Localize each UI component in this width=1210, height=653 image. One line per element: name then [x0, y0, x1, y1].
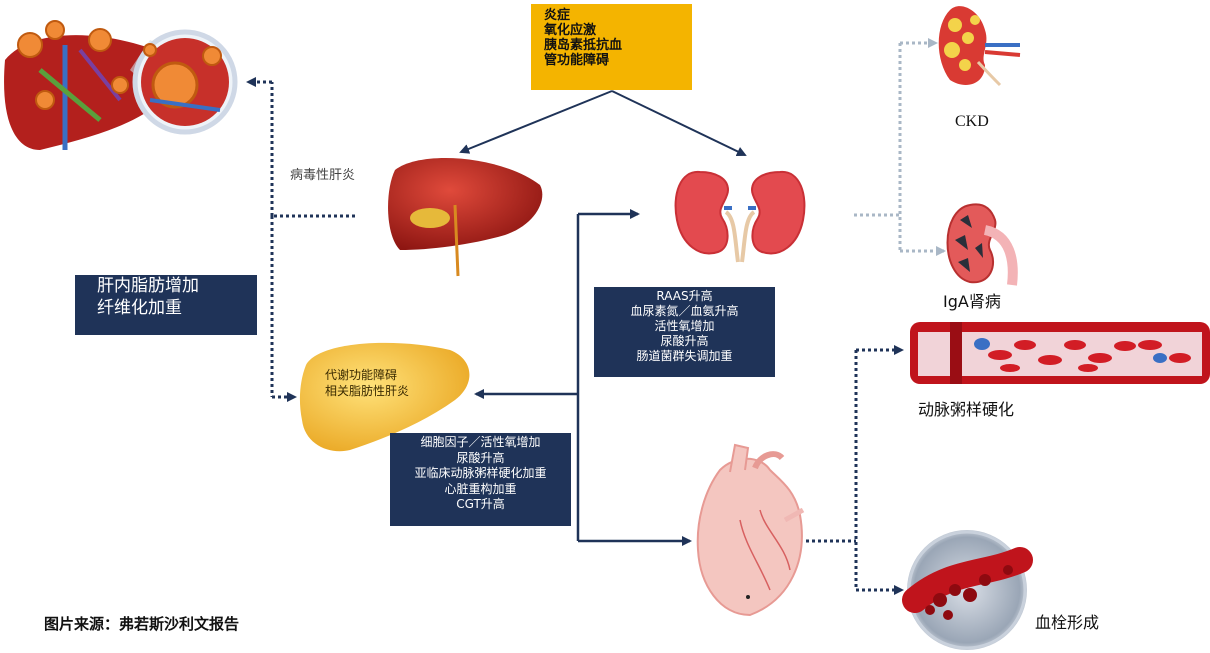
heart-mechanism-line: 亚临床动脉粥样硬化加重 [414, 466, 547, 480]
central-tree-connector [474, 209, 692, 546]
heart-mechanism-line: 细胞因子／活性氧增加 [420, 435, 541, 449]
atherosclerosis-label: 动脉粥样硬化 [918, 400, 1015, 419]
kidney-mechanism-box: RAAS升高 血尿素氮／血氨升高 活性氧增加 尿酸升高 肠道菌群失调加重 [594, 287, 775, 377]
heart-mechanism-box: 细胞因子／活性氧增加 尿酸升高 亚临床动脉粥样硬化加重 心脏重构加重 CGT升高 [390, 433, 571, 526]
fatty-liver-box: 肝内脂肪增加 纤维化加重 [75, 275, 257, 335]
risk-to-organs-arrows [459, 90, 747, 157]
thrombosis-label: 血栓形成 [1035, 613, 1100, 632]
heart-mechanism-line: 心脏重构加重 [444, 481, 517, 496]
fatty-liver-line: 肝内脂肪增加 [97, 276, 199, 296]
mafld-label-line: 相关脂肪性肝炎 [325, 384, 410, 398]
iga-nephropathy-label: IgA肾病 [943, 292, 1001, 311]
heart-outcome-connector [806, 345, 904, 595]
artery-illustration [910, 322, 1210, 384]
heart-mechanism-line: CGT升高 [456, 497, 505, 511]
kidneys-illustration [674, 170, 806, 263]
risk-factor-line: 胰岛素抵抗血 [544, 38, 623, 53]
virus-liver-illustration [4, 20, 238, 150]
thrombus-illustration [902, 530, 1033, 650]
viral-hepatitis-connector [246, 77, 355, 402]
ckd-label: CKD [955, 113, 989, 130]
risk-factor-line: 炎症 [544, 8, 571, 23]
kidney-mechanism-line: 活性氧增加 [654, 319, 715, 333]
risk-factor-line: 氧化应激 [544, 23, 597, 38]
risk-factors-box: 炎症 氧化应激 胰岛素抵抗血 管功能障碍 [531, 4, 692, 90]
ckd-kidney-illustration [938, 6, 1021, 87]
mafld-label: 代谢功能障碍 相关脂肪性肝炎 [325, 367, 409, 399]
source-caption: 图片来源：弗若斯沙利文报告 [44, 615, 240, 633]
kidney-mechanism-line: 肠道菌群失调加重 [636, 349, 733, 363]
liver-illustration [388, 158, 543, 277]
fatty-liver-illustration [299, 342, 470, 452]
kidney-outcome-connector [854, 38, 946, 256]
mafld-label-line: 代谢功能障碍 [325, 368, 398, 382]
kidney-mechanism-line: RAAS升高 [656, 289, 713, 303]
iga-kidney-illustration [946, 203, 1018, 286]
risk-factor-line: 管功能障碍 [544, 53, 610, 68]
kidney-mechanism-line: 血尿素氮／血氨升高 [630, 304, 739, 318]
fatty-liver-line: 纤维化加重 [97, 298, 182, 318]
viral-hepatitis-label: 病毒性肝炎 [290, 168, 356, 183]
heart-mechanism-line: 尿酸升高 [456, 450, 505, 465]
heart-illustration [696, 443, 805, 617]
kidney-mechanism-line: 尿酸升高 [660, 334, 709, 348]
